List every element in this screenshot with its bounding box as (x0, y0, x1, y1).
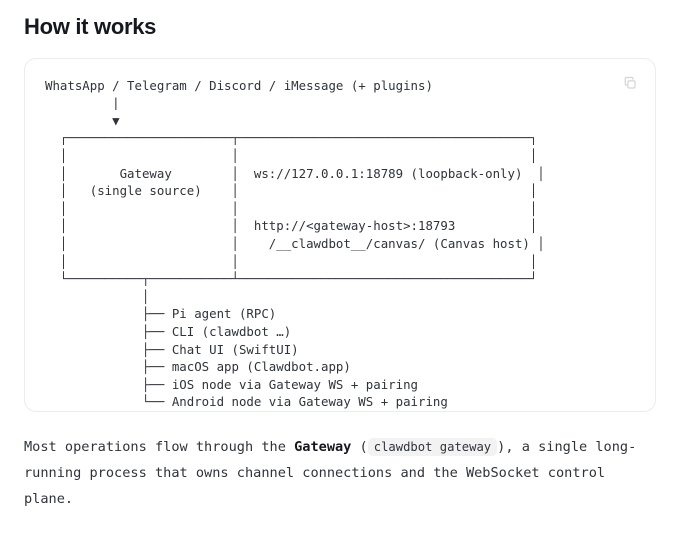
paragraph-part-2: ( (351, 438, 368, 455)
code-block-card: WhatsApp / Telegram / Discord / iMessage… (24, 57, 656, 412)
paragraph-part-3: ), a single long-running process that ow… (24, 438, 637, 507)
explanation-paragraph: Most operations flow through the Gateway… (24, 412, 656, 512)
copy-icon[interactable] (619, 73, 641, 95)
copy-icon-glyph (624, 76, 636, 89)
page-title: How it works (24, 14, 157, 39)
inline-code-clawdbot-gateway: clawdbot gateway (367, 437, 498, 456)
ascii-architecture-diagram: WhatsApp / Telegram / Discord / iMessage… (45, 77, 545, 410)
paragraph-part-1: Most operations flow through the (24, 438, 295, 455)
paragraph-bold-gateway: Gateway (294, 438, 352, 455)
